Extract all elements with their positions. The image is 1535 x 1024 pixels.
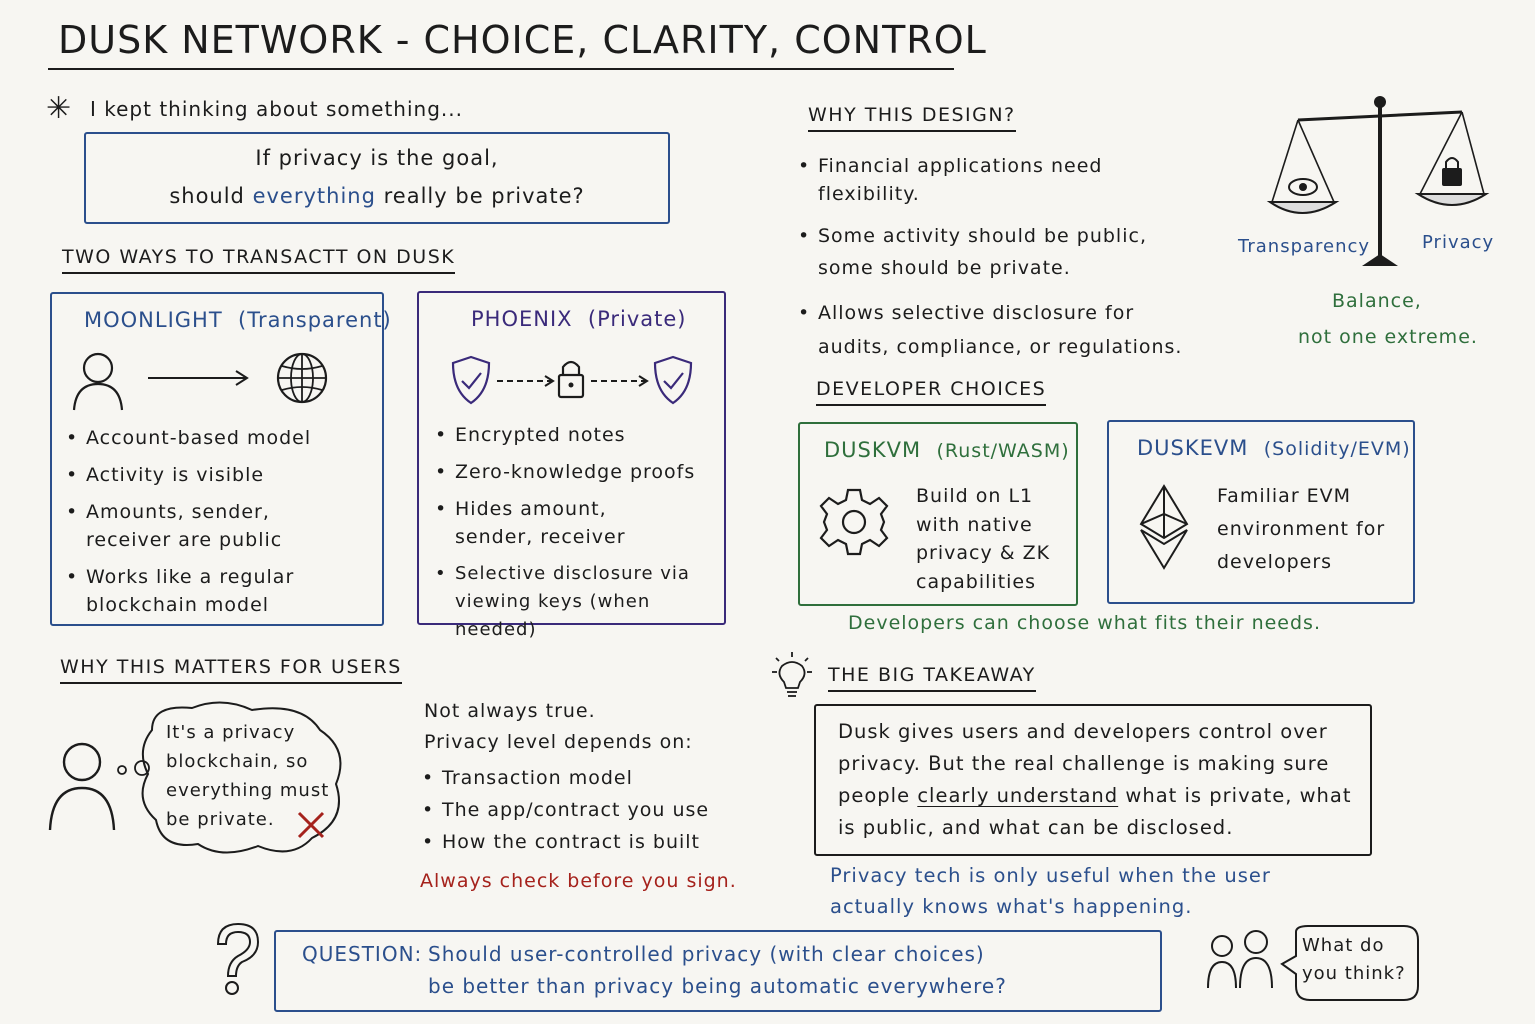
balance-scale-icon (1266, 96, 1490, 266)
question-label: QUESTION: (302, 942, 423, 966)
page-title: DUSK NETWORK - CHOICE, CLARITY, CONTROL (58, 18, 987, 62)
duskvm-name: DUSKVM (824, 438, 922, 462)
list-item: Activity is visible (64, 461, 364, 489)
thought-text: It's a privacy blockchain, so everything… (166, 722, 330, 830)
lightbulb-icon (772, 652, 812, 697)
ethereum-icon (1139, 484, 1189, 570)
intro-quote-pre: should (169, 184, 245, 208)
duskvm-tag: (Rust/WASM) (936, 440, 1070, 462)
list-item: Account-based model (64, 424, 364, 452)
intro-quote-line1: If privacy is the goal, (255, 146, 499, 170)
globe-icon (276, 352, 328, 404)
title-underline (48, 68, 954, 70)
intro-quote-highlight: everything (252, 184, 376, 208)
takeaway-text-emphasis: clearly understand (917, 784, 1119, 807)
duskvm-text: Build on L1 with native privacy & ZK cap… (916, 485, 1051, 593)
intro-quote-post: really be private? (383, 184, 585, 208)
intro-quote-box: If privacy is the goal, should everythin… (84, 132, 670, 224)
phoenix-card: PHOENIX (Private) Encrypted notes Zero-k… (417, 291, 726, 640)
phoenix-name: PHOENIX (471, 307, 573, 331)
list-item: The app/contract you use (420, 796, 720, 824)
list-item: Financial applications need flexibility. (796, 152, 1196, 208)
scale-right-label: Privacy (1422, 232, 1495, 253)
encryption-flow-icon (451, 355, 693, 405)
duskevm-title: DUSKEVM (Solidity/EVM) (1137, 436, 1411, 460)
list-item: Zero-knowledge proofs (433, 458, 713, 486)
arrow-right-icon (148, 370, 249, 386)
users-warning: Always check before you sign. (420, 870, 737, 892)
bubble-text: What do you think? (1302, 935, 1406, 984)
phoenix-tag: (Private) (587, 307, 687, 331)
developer-footer: Developers can choose what fits their ne… (848, 612, 1321, 634)
moonlight-bullets: Account-based model Activity is visible … (64, 424, 364, 628)
scale-left-label: Transparency (1238, 236, 1371, 257)
thought-bubble (117, 701, 342, 854)
takeaway-text-post: what is private, what is public, and wha… (838, 784, 1352, 839)
person-icon (48, 742, 116, 831)
list-item: Transaction model (420, 764, 720, 792)
moonlight-name: MOONLIGHT (84, 308, 223, 332)
people-icon (1207, 930, 1273, 989)
list-item: How the contract is built (420, 828, 720, 856)
duskevm-tag: (Solidity/EVM) (1263, 438, 1411, 460)
users-header: WHY THIS MATTERS FOR USERS (60, 656, 402, 684)
why-design-header: WHY THIS DESIGN? (808, 104, 1016, 132)
intro-quote-line2: should everything really be private? (86, 184, 668, 208)
users-bullets: Transaction model The app/contract you u… (420, 764, 720, 865)
moonlight-tag: (Transparent) (238, 308, 392, 332)
two-ways-header: TWO WAYS TO TRANSACTT ON DUSK (62, 246, 456, 274)
takeaway-footer: Privacy tech is only useful when the use… (830, 864, 1271, 918)
intro-lead: I kept thinking about something... (90, 97, 463, 121)
takeaway-text-pre: Dusk gives users and developers control … (838, 720, 1330, 807)
list-item: Amounts, sender, receiver are public (64, 498, 286, 554)
gear-icon (819, 488, 889, 556)
list-item: Allows selective disclosure for audits, … (796, 296, 1198, 364)
phoenix-title: PHOENIX (Private) (471, 307, 687, 331)
list-item: Encrypted notes (433, 421, 713, 449)
cross-icon (297, 811, 325, 839)
users-depends: Privacy level depends on: (424, 731, 693, 753)
takeaway-header: THE BIG TAKEAWAY (828, 664, 1036, 692)
takeaway-text: Dusk gives users and developers control … (838, 716, 1358, 844)
moonlight-title: MOONLIGHT (Transparent) (84, 308, 392, 332)
list-item: Some activity should be public, some sho… (796, 220, 1158, 284)
list-item: Selective disclosure via viewing keys (w… (433, 560, 717, 644)
balance-line1: Balance, (1332, 290, 1422, 312)
list-item: Hides amount, sender, receiver (433, 495, 685, 551)
takeaway-box: Dusk gives users and developers control … (814, 704, 1372, 856)
moonlight-card: MOONLIGHT (Transparent) Account-based mo… (50, 292, 391, 628)
duskevm-name: DUSKEVM (1137, 436, 1249, 460)
question-mark-icon (216, 922, 260, 995)
list-item: Works like a regular blockchain model (64, 563, 306, 619)
duskevm-card: DUSKEVM (Solidity/EVM) Familiar EVM envi… (1107, 420, 1415, 604)
duskvm-title: DUSKVM (Rust/WASM) (824, 438, 1070, 462)
question-line1: Should user-controlled privacy (with cle… (428, 942, 985, 966)
duskevm-text: Familiar EVM environment for developers (1217, 485, 1386, 573)
question-box: QUESTION: Should user-controlled privacy… (274, 930, 1162, 1012)
duskvm-card: DUSKVM (Rust/WASM) Build on L1 with nati… (798, 422, 1078, 606)
balance-line2: not one extreme. (1298, 326, 1478, 348)
question-line2: be better than privacy being automatic e… (428, 974, 1007, 998)
users-reply: Not always true. (424, 700, 596, 722)
why-design-bullets: Financial applications need flexibility.… (796, 152, 1196, 373)
developer-header: DEVELOPER CHOICES (816, 378, 1047, 406)
phoenix-bullets: Encrypted notes Zero-knowledge proofs Hi… (433, 421, 713, 653)
user-icon (72, 352, 124, 411)
asterisk-icon: ✳ (46, 91, 72, 126)
speech-bubble (1280, 925, 1419, 1001)
